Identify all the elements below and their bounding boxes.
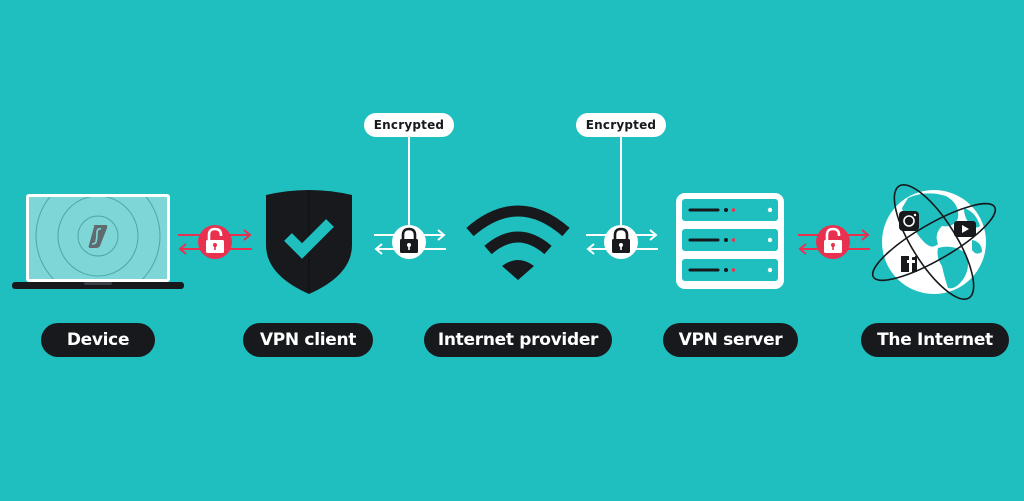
youtube-icon [954,221,976,237]
shield-check-icon [266,190,352,294]
wifi-icon [466,205,570,280]
link-isp-vpn-server [584,224,660,260]
node-label-text: VPN client [259,330,357,350]
node-vpn-client [264,187,354,295]
orbit-lines [871,184,997,300]
node-label-device: Device [41,323,155,357]
link-vpn-server-internet [796,224,872,260]
server-icon [676,193,784,289]
unlocked-padlock-icon [206,227,224,253]
instagram-icon [899,211,919,231]
encrypted-callout: Encrypted [576,113,666,137]
encrypted-label: Encrypted [373,118,445,132]
node-label-internet-provider: Internet provider [424,323,612,357]
globe-icon [871,184,997,300]
node-internet-provider [464,200,572,282]
callout-connector [620,137,622,229]
unlocked-padlock-icon [824,227,842,253]
node-label-the-internet: The Internet [861,323,1009,357]
locked-padlock-icon [612,227,630,253]
callout-connector [408,137,410,229]
node-label-text: VPN server [678,330,783,350]
node-label-text: The Internet [877,330,993,350]
link-vpn-client-isp [372,224,448,260]
encrypted-callout: Encrypted [364,113,454,137]
node-device [12,192,184,292]
facebook-icon [901,254,917,272]
server-rack [682,199,778,281]
encrypted-label: Encrypted [585,118,657,132]
link-device-vpn-client [176,224,254,260]
node-vpn-server [674,191,786,291]
node-the-internet [868,178,998,302]
node-label-vpn-server: VPN server [663,323,798,357]
locked-padlock-icon [400,227,418,253]
node-label-text: Internet provider [437,330,599,350]
surfshark-logo-icon [88,225,108,248]
laptop-icon [12,194,184,289]
node-label-text: Device [66,330,130,350]
node-label-vpn-client: VPN client [243,323,373,357]
